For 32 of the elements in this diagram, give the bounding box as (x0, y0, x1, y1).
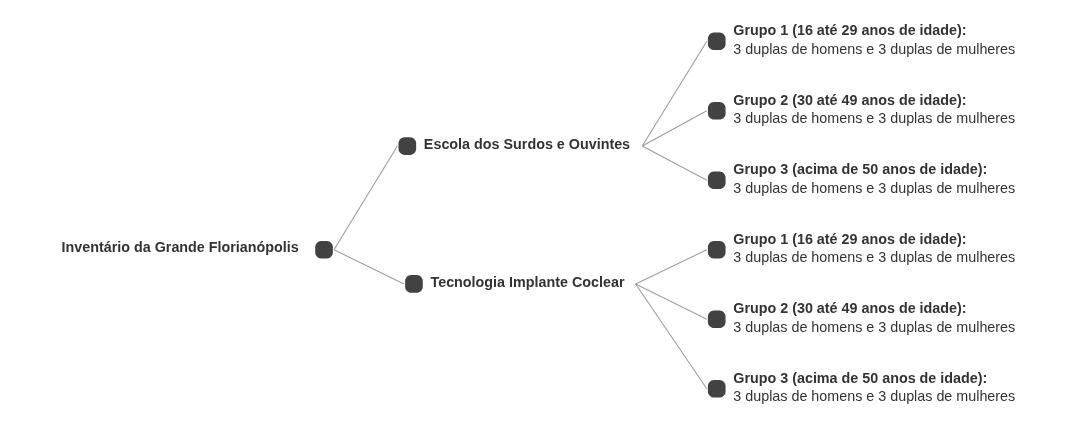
node-circle (404, 275, 423, 293)
node-label: Escola dos Surdos e Ouvintes (423, 135, 630, 152)
node-circle (707, 32, 726, 51)
connector (641, 40, 707, 147)
connector (634, 283, 707, 390)
connector (634, 283, 707, 320)
node-label: Grupo 2 (30 até 49 anos de idade): (732, 300, 967, 317)
node-label: Tecnologia Implante Coclear (429, 273, 624, 290)
connector (641, 145, 707, 181)
node-circle (707, 379, 726, 398)
node-circle (707, 240, 726, 259)
node-label: Inventário da Grande Florianópolis (61, 239, 299, 256)
connector (634, 249, 707, 285)
node-circle (707, 171, 726, 190)
node-circle (707, 310, 726, 329)
node-label: Grupo 2 (30 até 49 anos de idade): (732, 91, 967, 108)
node-circle (398, 137, 416, 155)
node-label: 3 duplas de homens e 3 duplas de mulheres (732, 179, 1015, 196)
node-label: Grupo 3 (acima de 50 anos de idade): (732, 161, 987, 178)
connector (641, 110, 707, 147)
node-label: Grupo 1 (16 até 29 anos de idade): (732, 22, 967, 39)
node-label: Grupo 3 (acima de 50 anos de idade): (732, 369, 987, 386)
node-circle (707, 101, 726, 120)
node-label: 3 duplas de homens e 3 duplas de mulheres (732, 318, 1015, 335)
node-label: 3 duplas de homens e 3 duplas de mulheres (732, 40, 1015, 57)
node-label: 3 duplas de homens e 3 duplas de mulheres (732, 110, 1015, 127)
node-label: Grupo 1 (16 até 29 anos de idade): (732, 230, 967, 247)
node-label: 3 duplas de homens e 3 duplas de mulheres (732, 249, 1015, 266)
connector (332, 249, 405, 285)
connector (332, 145, 398, 251)
node-circle (314, 240, 333, 259)
node-label: 3 duplas de homens e 3 duplas de mulheres (732, 388, 1015, 405)
